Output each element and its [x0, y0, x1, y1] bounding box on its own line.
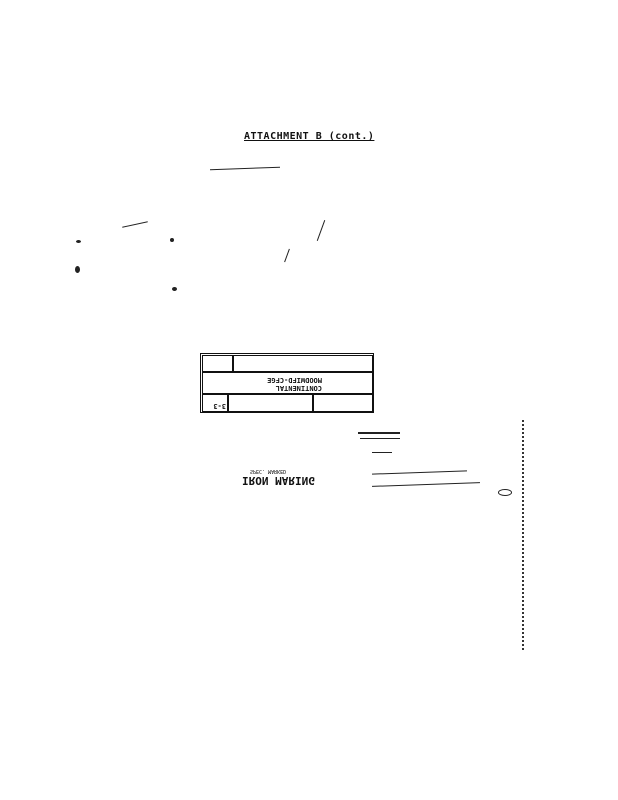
scan-mark [316, 219, 326, 242]
title-block-main: CONTINENTAL MOODWIFD-CFGE [202, 372, 373, 394]
scan-mark [170, 238, 174, 242]
margin-marks [522, 420, 526, 650]
scan-mark [372, 452, 392, 453]
sheet-number: 3-3 [202, 394, 228, 412]
scan-mark [372, 482, 480, 487]
title-block-cell [202, 355, 233, 372]
title-block-cell [233, 355, 373, 372]
scan-mark [122, 221, 148, 228]
title-block-cell [313, 394, 373, 412]
title-block-company: MOODWIFD-CFGE [267, 376, 322, 384]
scan-mark [360, 438, 400, 439]
scan-mark [75, 266, 80, 273]
scan-mark [498, 489, 512, 496]
caption: IRON MARING [242, 474, 315, 487]
title-block: 3-3 CONTINENTAL MOODWIFD-CFGE [200, 353, 374, 413]
title-block-cell [228, 394, 313, 412]
scan-mark [372, 470, 467, 475]
title-block-label: CONTINENTAL [275, 384, 322, 392]
scan-mark [76, 240, 81, 243]
scan-mark [358, 432, 400, 434]
scan-mark [284, 248, 290, 263]
scan-mark [172, 287, 177, 291]
scan-mark [210, 166, 280, 171]
page-title: ATTACHMENT B (cont.) [244, 131, 375, 142]
